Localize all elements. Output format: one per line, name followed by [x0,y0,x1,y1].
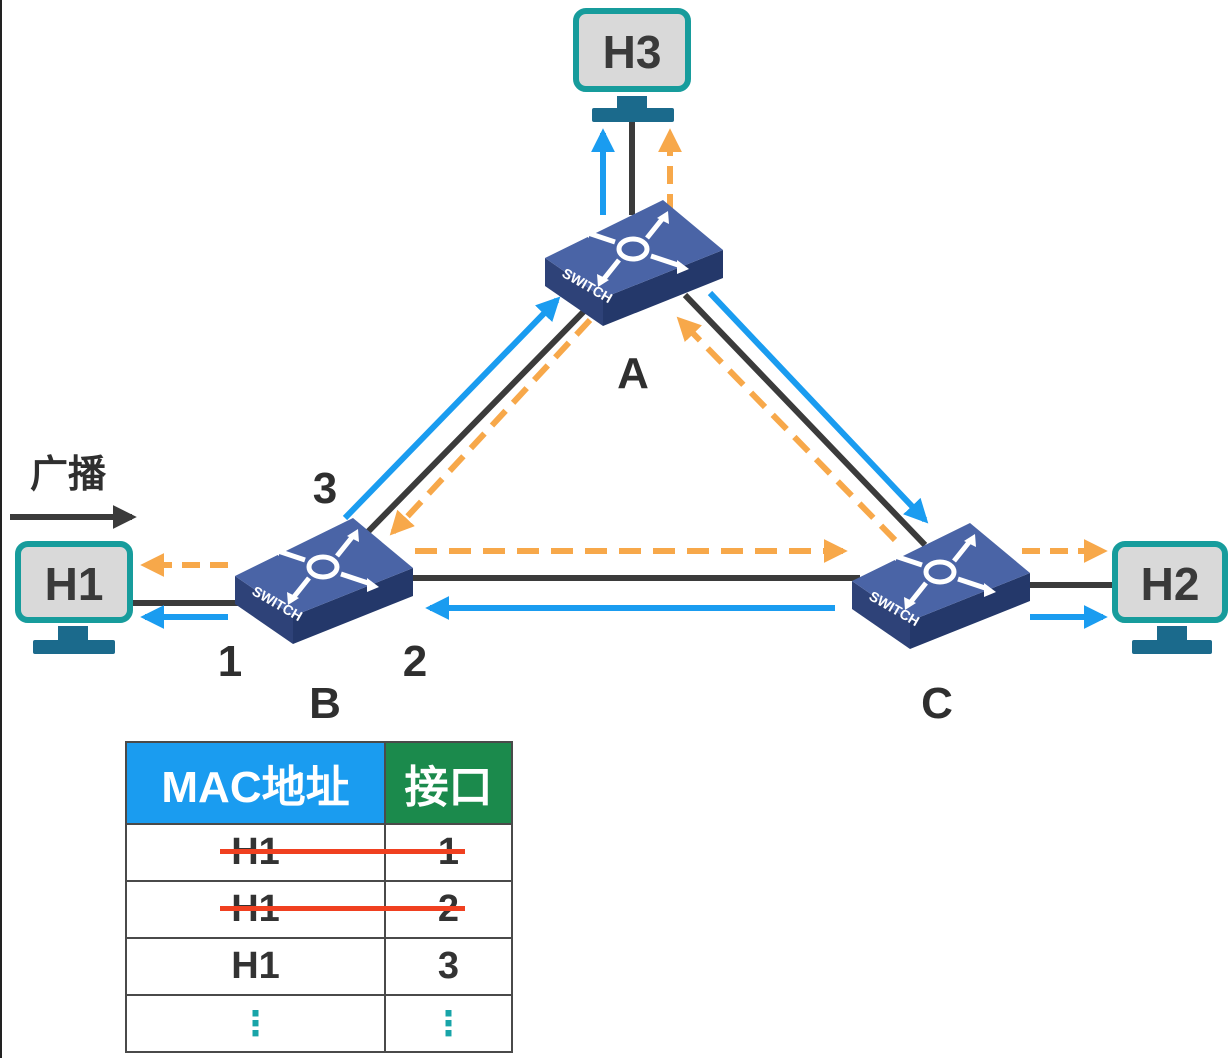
host-h1-label: H1 [45,558,104,610]
port-1-label: 1 [218,637,242,686]
window-left-edge [0,0,2,1058]
switch-c-top [852,523,1030,621]
host-h3-label: H3 [603,26,662,78]
orange-arrow-c-to-a [676,316,898,543]
ellipsis-vertical-icon: ⋮ [431,1005,466,1043]
switch-a-top [545,200,723,298]
host-h2-stand [1157,626,1187,640]
host-h2-label: H2 [1141,558,1200,610]
switch-b-top [235,518,413,616]
blue-flow-arrows [140,128,1108,629]
host-h2-monitor [1112,541,1228,623]
switch-a-side-front [545,258,603,326]
port-2-label: 2 [403,637,427,686]
switch-c-side-front [852,581,910,649]
host-h3-stand [617,96,647,110]
broadcast-indicator: 广播 [10,454,137,529]
switch-b-side-right [293,568,413,644]
switch-a-label: A [617,349,649,398]
port-3-label: 3 [313,464,337,513]
port-cell: ⋮ [384,994,513,1053]
strike-through-line [220,906,386,911]
port-cell: 3 [384,937,513,996]
port-cell: 1 [384,823,513,882]
switch-a-side-right [603,250,723,326]
switch-c-arrows-icon [884,534,996,610]
switch-b-label: B [309,679,341,728]
table-row: H1 1 [125,823,513,882]
port-cell: 2 [384,880,513,939]
mac-cell: ⋮ [125,994,386,1053]
switch-b-side-front [235,576,293,644]
blue-arrow-b-to-a [342,296,561,521]
strike-through-line [220,849,386,854]
switch-c: SWITCH [852,523,1030,649]
port-column-header: 接口 [384,741,513,825]
mac-column-header: MAC地址 [125,741,386,825]
host-h1-monitor [15,541,133,623]
strike-through-line [384,906,465,911]
mac-cell: H1 [125,823,386,882]
link-a-c [682,292,928,548]
host-h3: H3 [573,8,691,122]
host-h1: H1 [15,541,133,654]
mac-cell: H1 [125,937,386,996]
host-h1-base [33,640,115,654]
orange-arrow-a-to-b [389,317,593,536]
host-h2: H2 [1112,541,1228,654]
host-h2-base [1132,640,1212,654]
ellipsis-vertical-icon: ⋮ [238,1005,273,1043]
physical-links [132,120,1118,606]
port-value: 3 [437,945,460,987]
mac-table-header-row: MAC地址 接口 [125,741,513,825]
mac-value: H1 [231,945,280,987]
host-h3-monitor [573,8,691,92]
host-h3-base [592,108,674,122]
blue-arrow-a-to-c [707,290,929,524]
table-row: H1 3 [125,937,513,996]
table-row: ⋮ ⋮ [125,994,513,1053]
link-a-b [352,297,598,548]
broadcast-label: 广播 [30,454,107,496]
mac-cell: H1 [125,880,386,939]
switch-a-arrows-icon [577,211,689,287]
switch-b-arrows-icon [267,529,379,605]
switch-c-side-right [910,573,1030,649]
strike-through-line [384,849,465,854]
switch-c-label: C [921,679,953,728]
host-h1-stand [58,626,88,640]
switch-a: SWITCH [545,200,723,326]
switch-b: SWITCH [235,518,413,644]
mac-address-table: MAC地址 接口 H1 1 H1 2 [125,741,513,1053]
table-row: H1 2 [125,880,513,939]
orange-flow-arrows [140,128,1108,577]
